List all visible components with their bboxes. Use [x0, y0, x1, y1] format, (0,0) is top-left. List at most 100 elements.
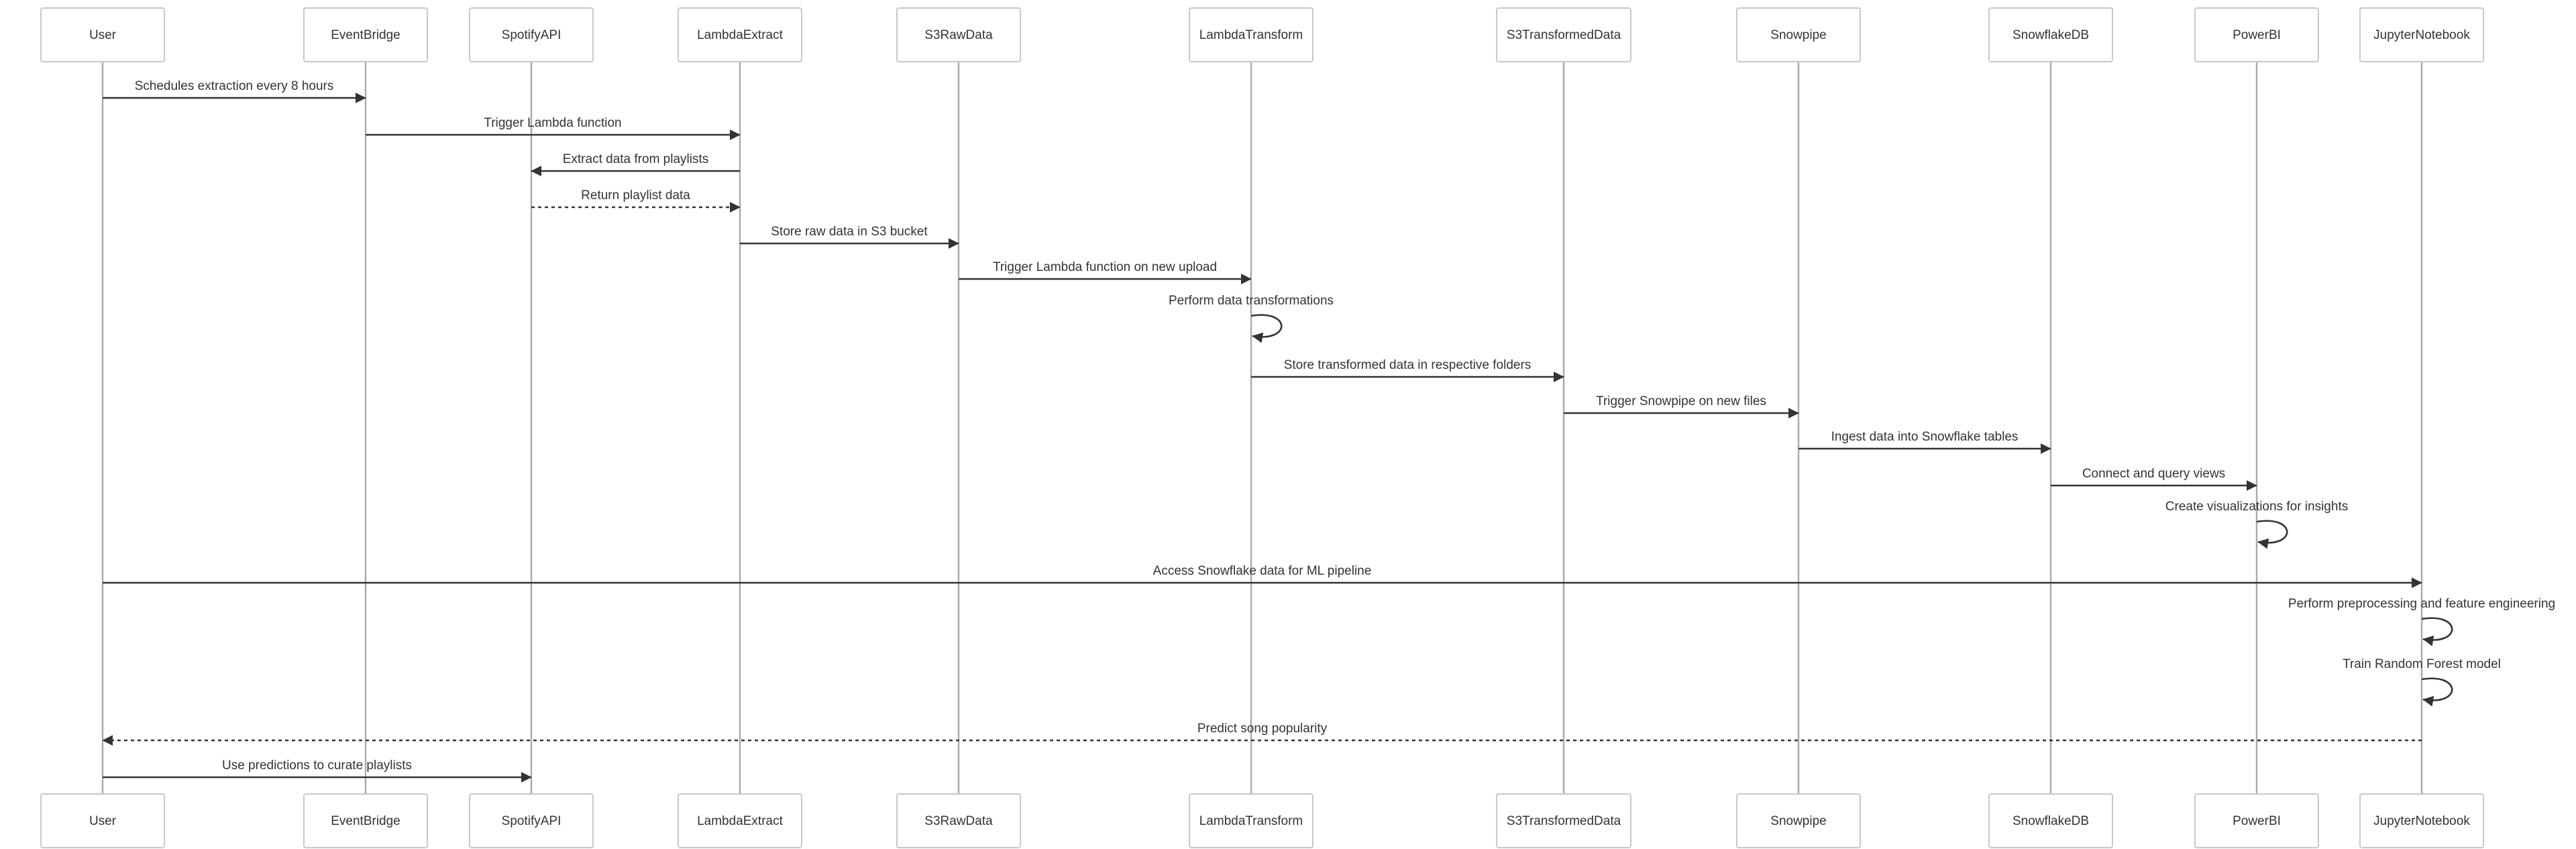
- self-message-arrow: [2421, 677, 2453, 707]
- participant-bottom: LambdaExtract: [678, 793, 802, 848]
- participant-top: LambdaExtract: [678, 7, 802, 62]
- message-label: Connect and query views: [2082, 467, 2225, 481]
- message: Train Random Forest model: [2343, 657, 2501, 707]
- message: Predict song popularity: [102, 722, 2422, 746]
- message: Ingest data into Snowflake tables: [1799, 430, 2051, 454]
- participant-label: JupyterNotebook: [2373, 28, 2470, 42]
- participant-box: [896, 7, 1021, 62]
- message: Store raw data in S3 bucket: [740, 225, 959, 249]
- self-message-arrow: [2421, 617, 2453, 646]
- message: Use predictions to curate playlists: [103, 758, 532, 783]
- message-label: Use predictions to curate playlists: [222, 758, 412, 773]
- message: Perform data transformations: [1169, 294, 1334, 343]
- self-message-arrow: [1250, 314, 1283, 343]
- participant-label: SnowflakeDB: [2012, 28, 2089, 42]
- participants-bottom: User EventBridge SpotifyAPI LambdaExtract S3…: [40, 793, 2484, 848]
- participant-label: PowerBI: [2233, 28, 2281, 42]
- message-label: Train Random Forest model: [2343, 657, 2501, 671]
- participant-top: JupyterNotebook: [2359, 7, 2484, 62]
- participant-box: [303, 7, 428, 62]
- lifelines: [101, 62, 2423, 794]
- participant-label: EventBridge: [331, 814, 400, 828]
- message: Trigger Lambda function: [366, 116, 741, 140]
- participant-box: [1736, 793, 1861, 848]
- message-label: Perform data transformations: [1169, 294, 1334, 308]
- participant-bottom: JupyterNotebook: [2359, 793, 2484, 848]
- participant-box: [1189, 793, 1313, 848]
- message: Perform preprocessing and feature engine…: [2288, 597, 2555, 646]
- participant-bottom: LambdaTransform: [1189, 793, 1313, 848]
- message: Trigger Lambda function on new upload: [959, 260, 1252, 284]
- message-label: Schedules extraction every 8 hours: [135, 79, 334, 93]
- participant-bottom: S3RawData: [896, 793, 1021, 848]
- participant-label: LambdaExtract: [697, 28, 784, 42]
- participant-box: [1496, 7, 1631, 62]
- message-label: Store raw data in S3 bucket: [771, 225, 928, 239]
- self-message-arrow: [2256, 520, 2288, 549]
- participant-label: User: [89, 28, 117, 42]
- participant-label: JupyterNotebook: [2373, 814, 2470, 828]
- participant-box: [2194, 793, 2319, 848]
- participant-top: Snowpipe: [1736, 7, 1861, 62]
- message: Connect and query views: [2051, 467, 2257, 491]
- participant-box: [469, 7, 594, 62]
- participant-label: S3TransformedData: [1507, 814, 1621, 828]
- message-label: Trigger Snowpipe on new files: [1596, 394, 1766, 408]
- participant-top: S3TransformedData: [1496, 7, 1631, 62]
- participant-label: Snowpipe: [1770, 814, 1826, 828]
- participant-box: [678, 793, 802, 848]
- message-label: Access Snowflake data for ML pipeline: [1153, 564, 1372, 578]
- participant-bottom: User: [40, 793, 165, 848]
- participant-box: [2359, 793, 2484, 848]
- message-label: Trigger Lambda function: [484, 116, 621, 130]
- participant-label: S3RawData: [924, 28, 993, 42]
- message-label: Perform preprocessing and feature engine…: [2288, 597, 2555, 611]
- participant-bottom: EventBridge: [303, 793, 428, 848]
- participant-top: S3RawData: [896, 7, 1021, 62]
- participant-bottom: PowerBI: [2194, 793, 2319, 848]
- participant-bottom: Snowpipe: [1736, 793, 1861, 848]
- participant-label: LambdaExtract: [697, 814, 784, 828]
- message: Access Snowflake data for ML pipeline: [103, 564, 2422, 588]
- participant-box: [303, 793, 428, 848]
- participant-bottom: SnowflakeDB: [1988, 793, 2113, 848]
- message-label: Extract data from playlists: [563, 152, 709, 166]
- participant-label: EventBridge: [331, 28, 400, 42]
- participant-box: [1496, 793, 1631, 848]
- participant-box: [678, 7, 802, 62]
- participant-box: [896, 793, 1021, 848]
- message: Create visualizations for insights: [2165, 500, 2348, 549]
- participant-top: EventBridge: [303, 7, 428, 62]
- participant-box: [469, 793, 594, 848]
- participant-box: [1736, 7, 1861, 62]
- participants-top: User EventBridge SpotifyAPI LambdaExtract S3…: [40, 7, 2484, 62]
- participant-box: [1988, 7, 2113, 62]
- participant-top: PowerBI: [2194, 7, 2319, 62]
- participant-label: User: [89, 814, 117, 828]
- participant-box: [2359, 7, 2484, 62]
- messages: Schedules extraction every 8 hoursTrigge…: [102, 79, 2555, 783]
- participant-label: SnowflakeDB: [2012, 814, 2089, 828]
- message-label: Return playlist data: [581, 188, 690, 203]
- message-label: Store transformed data in respective fol…: [1284, 358, 1532, 372]
- participant-label: Snowpipe: [1770, 28, 1826, 42]
- participant-top: LambdaTransform: [1189, 7, 1313, 62]
- message: Store transformed data in respective fol…: [1251, 358, 1564, 382]
- participant-label: SpotifyAPI: [502, 814, 561, 828]
- participant-label: S3RawData: [924, 814, 993, 828]
- participant-top: SnowflakeDB: [1988, 7, 2113, 62]
- message-label: Trigger Lambda function on new upload: [993, 260, 1217, 274]
- participant-box: [40, 7, 165, 62]
- participant-box: [1988, 793, 2113, 848]
- participant-box: [40, 793, 165, 848]
- message: Schedules extraction every 8 hours: [103, 79, 366, 103]
- participant-label: S3TransformedData: [1507, 28, 1621, 42]
- message-label: Ingest data into Snowflake tables: [1831, 430, 2019, 444]
- participant-label: LambdaTransform: [1199, 814, 1303, 828]
- participant-bottom: SpotifyAPI: [469, 793, 594, 848]
- participant-label: LambdaTransform: [1199, 28, 1303, 42]
- message-label: Predict song popularity: [1197, 722, 1328, 736]
- message: Return playlist data: [531, 188, 741, 213]
- participant-label: SpotifyAPI: [502, 28, 561, 42]
